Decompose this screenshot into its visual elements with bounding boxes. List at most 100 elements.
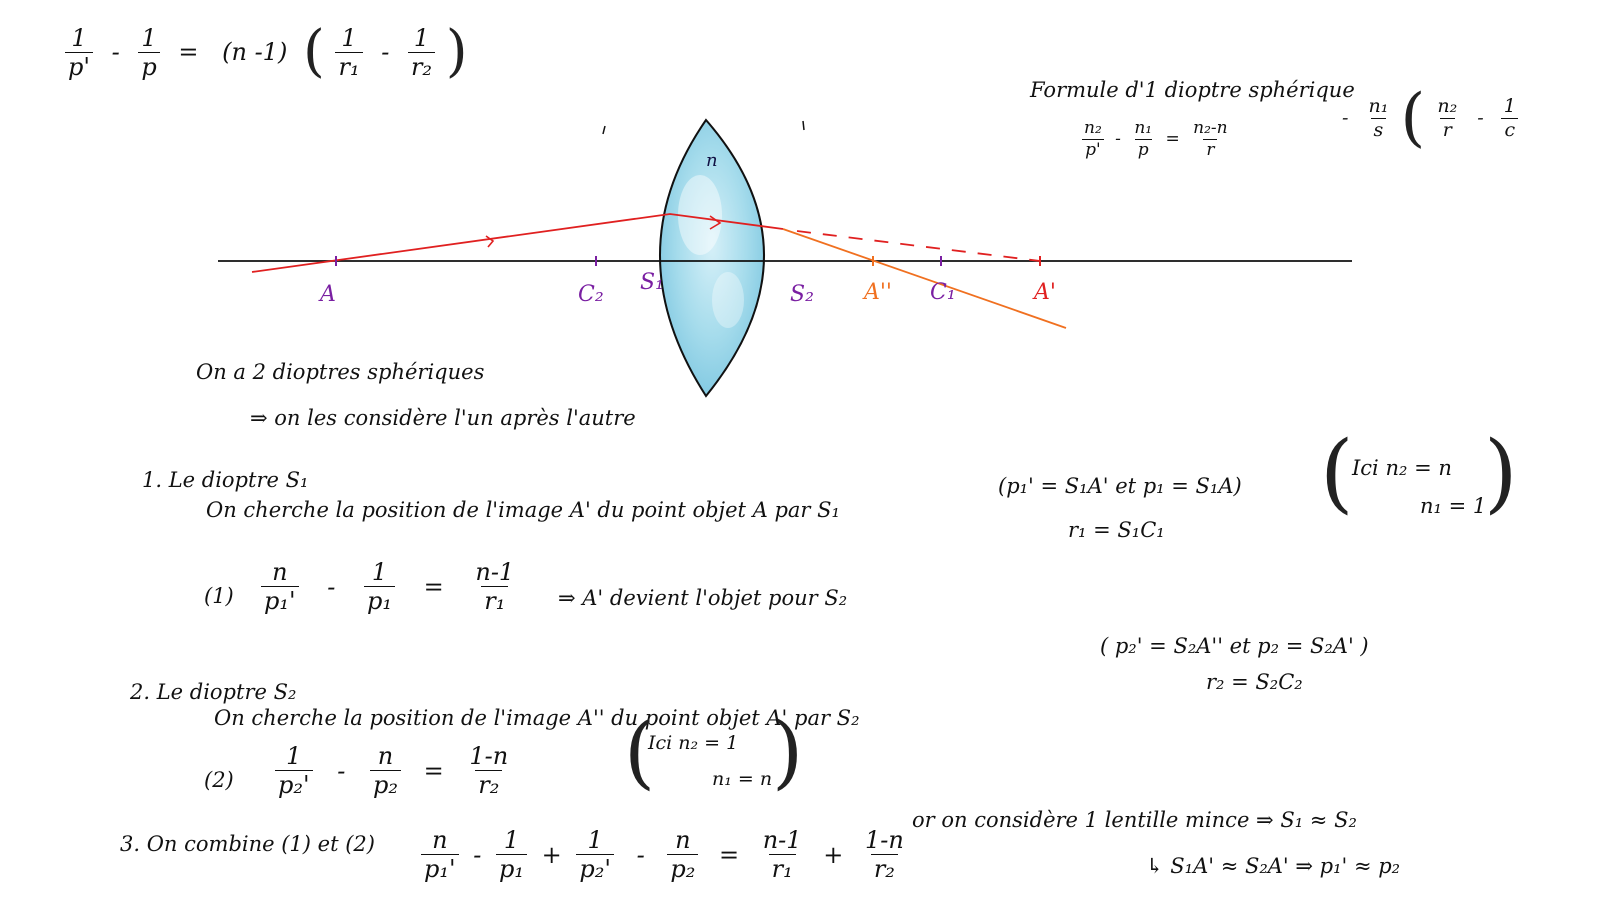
denominator: r [1203, 139, 1218, 159]
denominator: r₁ [768, 854, 796, 881]
step2-title: 2. Le dioptre S₂ [130, 680, 297, 704]
denominator: p₁ [363, 586, 395, 613]
numerator: n₁ [1134, 118, 1153, 138]
intro-line-2: ⇒ on les considère l'un après l'autre [250, 406, 636, 430]
left-paren: ( [1400, 81, 1426, 155]
numerator: 1 [1503, 94, 1516, 117]
denominator: r₂ [475, 770, 503, 797]
denominator: c [1501, 117, 1519, 140]
numerator: n₂ [1437, 94, 1458, 117]
numerator: 1 [341, 23, 357, 52]
step2-note-a: ( p₂' = S₂A'' et p₂ = S₂A' ) [1100, 634, 1369, 658]
numerator: 1 [371, 558, 388, 586]
point-label-A-double-prime: A'' [864, 280, 892, 305]
numerator: 1-n [469, 742, 509, 770]
step2-note-c1: Ici n₂ = 1 [648, 732, 739, 754]
step3-remark-1: or on considère 1 lentille mince ⇒ S₁ ≈ … [912, 808, 1357, 832]
numerator: 1 [413, 23, 430, 52]
operator: - [1115, 129, 1121, 149]
denominator: p₁ [495, 854, 527, 881]
biconvex-lens [659, 118, 765, 398]
equals-sign: = [178, 38, 199, 66]
step1-note-b: r₁ = S₁C₁ [1068, 518, 1165, 542]
equals-sign: = [718, 840, 740, 869]
step3-title: 3. On combine (1) et (2) [120, 832, 375, 856]
denominator: s [1370, 117, 1387, 140]
numerator: n-1 [475, 558, 515, 586]
step2-bracket-left: ( [624, 705, 656, 798]
operator: - [111, 38, 120, 66]
denominator: p₂ [369, 770, 401, 797]
ray-arrow [485, 235, 495, 248]
step1-bracket-right: ) [1484, 423, 1518, 523]
numerator: n [377, 742, 394, 770]
denominator: p₂ [667, 854, 699, 881]
point-label-A-prime: A' [1034, 280, 1056, 305]
operator: - [381, 38, 390, 66]
equals-sign: = [1165, 129, 1180, 149]
intro-line-1: On a 2 dioptres sphériques [196, 360, 485, 384]
operator: + [541, 840, 562, 869]
denominator: p₂' [275, 770, 313, 797]
stray-mark [802, 120, 805, 131]
right-paren: ) [445, 19, 468, 84]
equals-sign: = [423, 756, 444, 785]
numerator: n [432, 826, 448, 854]
lens-index-label: n [706, 150, 718, 171]
numerator: 1 [141, 23, 157, 52]
numerator: n₂-n [1193, 118, 1228, 138]
step3-remark-2: ↳ S₁A' ≈ S₂A' ⇒ p₁' ≈ p₂ [1146, 854, 1401, 878]
step1-conclusion: ⇒ A' devient l'objet pour S₂ [558, 586, 848, 610]
numerator: n [272, 558, 288, 586]
denominator: p' [1082, 139, 1104, 159]
step2-bracket-right: ) [772, 705, 804, 798]
point-label-C1: C₁ [930, 280, 956, 305]
step2-text: On cherche la position de l'image A'' du… [214, 706, 860, 730]
left-paren: ( [302, 19, 325, 84]
lens-highlight [712, 272, 744, 328]
numerator: n₁ [1368, 94, 1389, 117]
denominator: p [1134, 139, 1152, 159]
dash: - [1342, 106, 1349, 129]
emergent-ray [782, 228, 1067, 329]
denominator: r₂ [407, 51, 436, 79]
step1-bracket-left: ( [1320, 423, 1354, 523]
ray-arrow [709, 215, 722, 230]
operator: + [823, 840, 844, 869]
dioptre-formula-title: Formule d'1 dioptre sphérique [1030, 78, 1355, 102]
numerator: 1 [587, 826, 603, 854]
eq2-label: (2) [204, 768, 234, 792]
step2-note-c2: n₁ = n [712, 768, 773, 790]
numerator: 1 [71, 23, 87, 52]
point-label-S1: S₁ [640, 270, 664, 295]
numerator: 1 [503, 826, 520, 854]
operator: - [327, 572, 336, 601]
eq1-label: (1) [204, 584, 234, 608]
numerator: n [675, 826, 691, 854]
denominator: p₂' [576, 854, 614, 881]
step1-text: On cherche la position de l'image A' du … [206, 498, 840, 522]
denominator: r₁ [335, 51, 363, 79]
numerator: 1 [286, 742, 302, 770]
denominator: p [138, 51, 160, 79]
index-factor: (n -1) [222, 38, 288, 66]
stray-mark [602, 125, 606, 135]
denominator: p₁' [421, 854, 459, 881]
denominator: r₂ [870, 854, 898, 881]
step1-note-c1: Ici n₂ = n [1352, 456, 1452, 480]
incident-ray [251, 213, 784, 273]
lens-highlight [678, 175, 722, 255]
numerator: n-1 [762, 826, 802, 854]
step1-note-c2: n₁ = 1 [1420, 494, 1487, 518]
point-label-C2: C₂ [578, 282, 604, 307]
operator: - [473, 840, 482, 869]
step1-note-a: (p₁' = S₁A' et p₁ = S₁A) [998, 474, 1242, 498]
step1-title: 1. Le dioptre S₁ [142, 468, 309, 492]
operator: - [636, 840, 645, 869]
denominator: p' [65, 51, 93, 79]
equals-sign: = [423, 572, 444, 601]
